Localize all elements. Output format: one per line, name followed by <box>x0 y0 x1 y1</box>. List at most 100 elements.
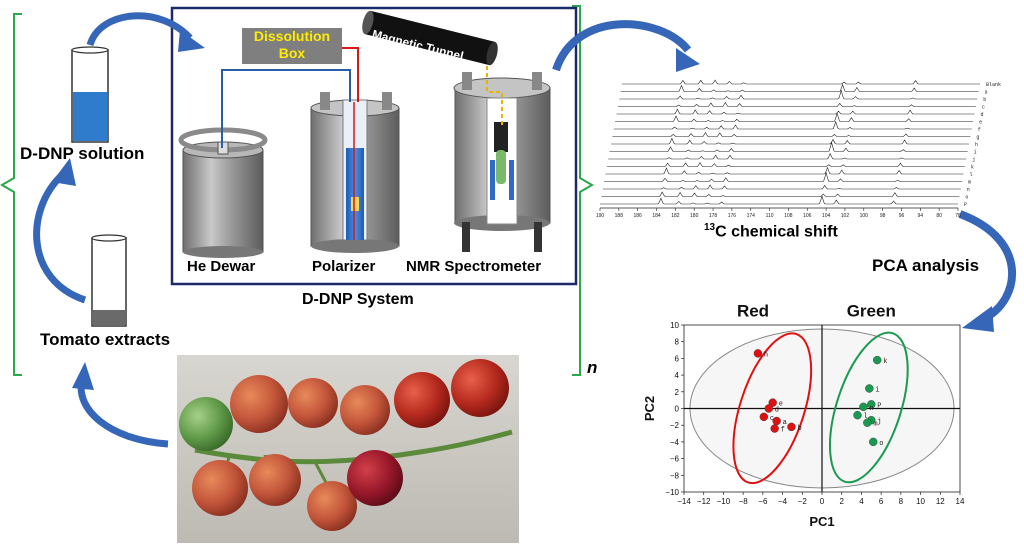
spectrum-tick-label: 178 <box>709 213 718 219</box>
data-point-label: a <box>783 419 787 427</box>
data-point <box>759 412 769 422</box>
y-tick-label: −10 <box>665 488 679 497</box>
spectrum-trace-label: h <box>975 142 978 148</box>
data-point <box>770 424 779 433</box>
spectrum-trace <box>608 152 967 160</box>
spectrum-trace-label: P <box>964 202 967 208</box>
confidence-ellipse-green <box>828 331 909 484</box>
loop-count-label: n <box>587 358 598 377</box>
spectrum-trace <box>606 162 965 167</box>
spectrum-trace-label: g <box>976 135 979 141</box>
magnetic-tunnel-icon <box>362 10 498 66</box>
spectrum-trace-label: o <box>965 195 968 201</box>
spectrum-trace <box>619 89 978 100</box>
x-tick-label: 4 <box>859 497 864 506</box>
data-point <box>873 355 882 365</box>
arrow-extracts-to-solution-icon <box>33 158 87 304</box>
x-tick-label: 10 <box>916 497 925 506</box>
group-label-green: Green <box>847 302 896 321</box>
dissolution-box: Dissolution Box <box>242 28 342 64</box>
x-tick-label: −12 <box>697 497 711 506</box>
ddnp-solution-label: D-DNP solution <box>20 144 145 163</box>
data-point-label: e <box>779 401 783 409</box>
he-dewar-label: He Dewar <box>187 258 256 275</box>
spectrum-trace <box>605 166 964 175</box>
spectrum-tick-label: 104 <box>822 213 831 219</box>
data-point <box>753 349 763 358</box>
data-point-label: h <box>764 351 768 359</box>
tomato-photo <box>177 355 519 543</box>
spectrum-trace <box>622 79 980 85</box>
data-point-label: j <box>877 418 881 426</box>
pca-analysis-label: PCA analysis <box>872 256 980 275</box>
spectrum-tick-label: 108 <box>784 213 793 219</box>
x-tick-label: 12 <box>936 497 945 506</box>
spectrum-tick-label: 94 <box>918 213 924 219</box>
spectrum-trace <box>600 195 958 205</box>
data-point <box>772 416 781 426</box>
x-tick-label: 14 <box>956 497 965 506</box>
spectrum-tick-label: 96 <box>899 213 905 219</box>
right-loop-bracket <box>572 5 594 376</box>
arrow-nmr-to-spectrum-icon <box>552 20 700 72</box>
spectrum-tick-label: 180 <box>690 213 699 219</box>
arrow-tomatoes-to-extracts-icon <box>72 362 169 448</box>
polarizer-icon <box>310 92 400 253</box>
nmr-spectrometer-label: NMR Spectrometer <box>406 258 542 275</box>
spectrum-trace-label: b <box>983 97 986 103</box>
chemical-shift-superscript: 13 <box>704 222 716 233</box>
x-tick-label: 8 <box>899 497 904 506</box>
data-point <box>768 398 777 407</box>
data-point <box>867 400 876 409</box>
spectrum-trace <box>604 171 963 182</box>
spectrum-trace-label: f <box>978 127 981 133</box>
data-point <box>787 422 796 432</box>
data-point-label: i <box>875 386 879 394</box>
data-point <box>764 404 773 413</box>
data-point-label: P <box>877 402 881 410</box>
spectrum-trace <box>601 191 960 197</box>
data-point-label: k <box>883 358 887 366</box>
data-point-label: m <box>873 421 877 429</box>
spectrum-trace <box>613 120 972 130</box>
x-tick-label: 2 <box>839 497 844 506</box>
data-point <box>859 402 868 412</box>
arrow-solution-to-dewar-icon <box>86 12 205 52</box>
y-tick-label: −6 <box>670 455 680 464</box>
data-point-label: o <box>879 440 883 448</box>
tomato-extracts-label: Tomato extracts <box>40 330 171 349</box>
data-point-label: c <box>770 415 774 423</box>
spectrum-tick-label: 110 <box>766 213 774 219</box>
spectrum-trace-label: c <box>982 105 985 111</box>
tubing-dissolution-to-polarizer <box>342 47 359 102</box>
tomato-extract-tube-icon <box>91 234 127 327</box>
spectrum-trace-label: e <box>979 120 982 126</box>
spectrum-tick-label: 100 <box>860 213 869 219</box>
spectrum-trace <box>609 141 968 152</box>
ddnp-solution-tube-icon <box>71 46 109 143</box>
arrow-spectrum-to-pca-icon <box>958 210 1016 332</box>
dissolution-box-line1: Dissolution <box>253 28 331 44</box>
y-tick-label: 0 <box>675 405 680 414</box>
group-label-red: Red <box>737 302 769 321</box>
left-loop-bracket <box>0 13 22 376</box>
chemical-shift-text: C chemical shift <box>715 223 838 241</box>
data-point-label: n <box>869 405 873 413</box>
ddnp-system-label: D-DNP System <box>302 291 414 308</box>
chemical-shift-label: 13C chemical shift <box>704 222 838 241</box>
nmr-spectrometer-icon <box>453 72 551 252</box>
x-tick-label: −4 <box>778 497 788 506</box>
spectrum-trace <box>616 108 975 115</box>
x-tick-label: −10 <box>717 497 731 506</box>
data-point <box>865 384 874 393</box>
spectrum-trace-label: i <box>974 150 977 156</box>
data-point <box>853 410 862 420</box>
y-tick-label: −8 <box>670 471 680 480</box>
spectrum-trace-label: l <box>970 172 973 178</box>
spectrum-trace <box>611 137 969 145</box>
spectrum-trace-label: n <box>967 187 970 193</box>
